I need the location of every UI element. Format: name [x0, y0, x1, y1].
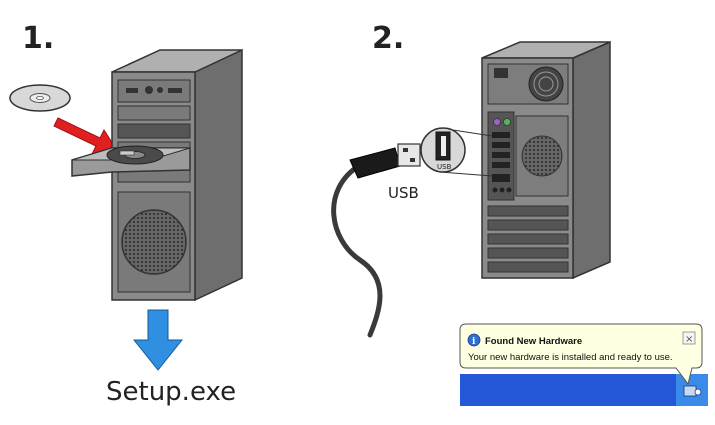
- usb-cable: [331, 143, 421, 338]
- step-1-number: 1.: [22, 21, 54, 56]
- usb-label: USB: [388, 184, 419, 202]
- computer-tower-front: [111, 48, 243, 302]
- cd-tray: [71, 145, 191, 177]
- tray-hardware-icon[interactable]: [683, 385, 702, 397]
- taskbar: [460, 374, 708, 406]
- speaker-grille: [121, 209, 187, 275]
- info-icon: i: [467, 333, 481, 347]
- setup-exe-caption: Setup.exe: [106, 377, 236, 407]
- usb-port-label: USB: [437, 163, 452, 171]
- usb-port-magnifier: USB: [420, 127, 466, 173]
- step-2-number: 2.: [372, 21, 404, 56]
- notification-title: Found New Hardware: [485, 336, 582, 347]
- notification-balloon[interactable]: [459, 323, 703, 386]
- close-button[interactable]: ×: [682, 331, 696, 345]
- computer-tower-back: [481, 40, 611, 280]
- notification-message: Your new hardware is installed and ready…: [468, 352, 673, 363]
- cd-disc-icon: [9, 84, 71, 112]
- close-icon: ×: [685, 334, 693, 345]
- svg-text:i: i: [472, 337, 476, 347]
- down-arrow-icon: [132, 309, 184, 371]
